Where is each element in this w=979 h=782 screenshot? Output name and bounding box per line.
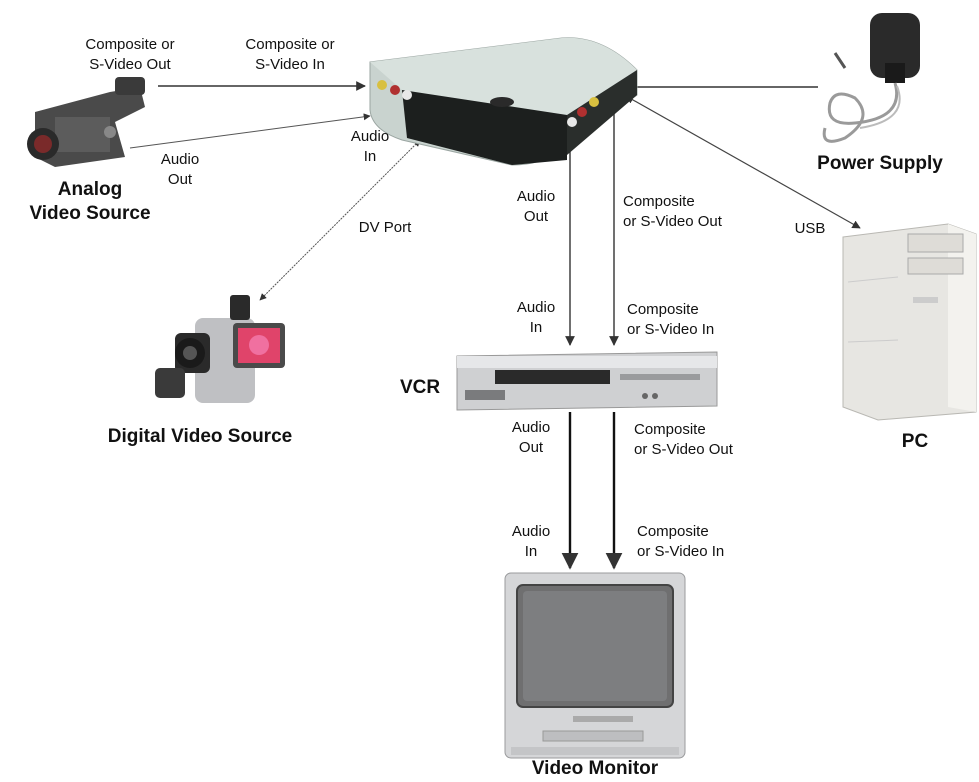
capture-device-image [369, 37, 638, 166]
pc-tower-image [842, 223, 977, 421]
wire-camera-audio-to-hub [129, 113, 371, 149]
dv-port-label: DV Port [358, 219, 412, 236]
wire-usb [625, 95, 861, 229]
wire-dv-port [259, 139, 421, 301]
pc-title: PC [901, 431, 929, 452]
digital-video-source-title: Digital Video Source [107, 426, 293, 447]
power-supply-title: Power Supply [817, 153, 943, 174]
video-monitor-image [504, 572, 686, 759]
digital-camcorder-image [155, 295, 285, 403]
analog-camcorder-image [27, 77, 145, 167]
vcr-image [456, 351, 718, 411]
power-supply-image [822, 13, 920, 143]
video-monitor-title: Video Monitor [531, 758, 659, 779]
usb-label: USB [794, 220, 826, 237]
vcr-title: VCR [399, 377, 441, 398]
